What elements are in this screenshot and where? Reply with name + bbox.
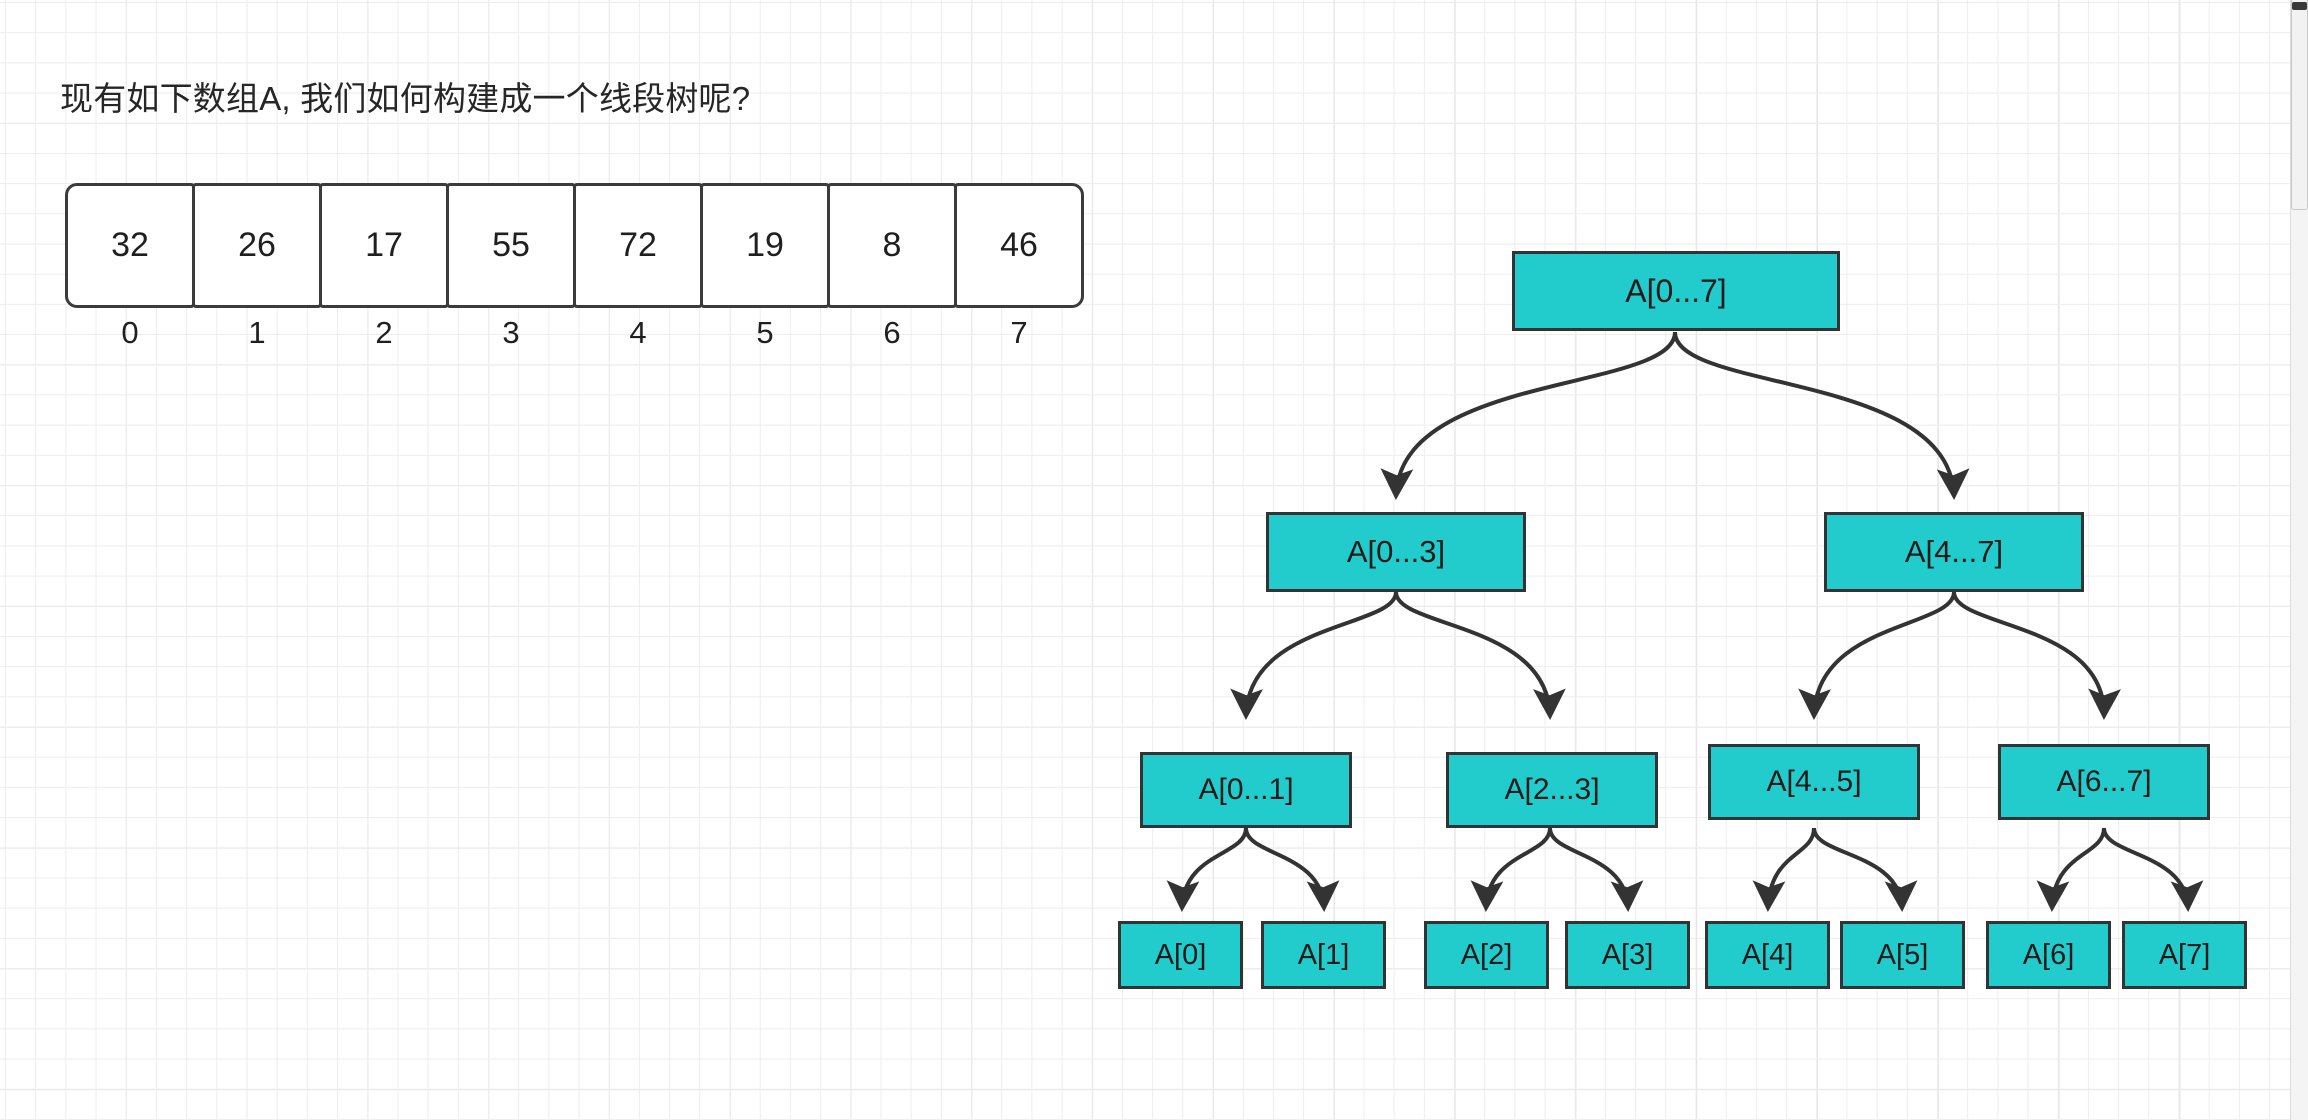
array-index-label: 3 <box>502 315 520 350</box>
tree-leaf-a5[interactable]: A[5] <box>1840 921 1965 989</box>
array-cell: 32 <box>65 183 195 308</box>
scrollbar-panel <box>2291 0 2308 210</box>
vertical-scrollbar-track[interactable] <box>2290 0 2308 1120</box>
array-cell: 19 <box>700 183 830 308</box>
tree-leaf-a6[interactable]: A[6] <box>1986 921 2111 989</box>
tree-node-a4-7[interactable]: A[4...7] <box>1824 512 2084 592</box>
array-cell: 55 <box>446 183 576 308</box>
page-title: 现有如下数组A, 我们如何构建成一个线段树呢? <box>60 80 751 117</box>
array-index-labels: 0 1 2 3 4 5 6 7 <box>65 315 1084 351</box>
tree-node-a6-7[interactable]: A[6...7] <box>1998 744 2210 820</box>
tree-node-a2-3[interactable]: A[2...3] <box>1446 752 1658 828</box>
tree-leaf-a0[interactable]: A[0] <box>1118 921 1243 989</box>
array-cell: 72 <box>573 183 703 308</box>
tree-leaf-a4[interactable]: A[4] <box>1705 921 1830 989</box>
tree-leaf-a2[interactable]: A[2] <box>1424 921 1549 989</box>
tree-node-a4-5[interactable]: A[4...5] <box>1708 744 1920 820</box>
tree-node-a0-1[interactable]: A[0...1] <box>1140 752 1352 828</box>
array-index-label: 7 <box>1010 315 1028 350</box>
array-container: 32 26 17 55 72 19 8 46 <box>65 183 1084 308</box>
array-index-label: 0 <box>121 315 139 350</box>
tree-leaf-a7[interactable]: A[7] <box>2122 921 2247 989</box>
array-cell: 8 <box>827 183 957 308</box>
tree-node-root[interactable]: A[0...7] <box>1512 251 1840 331</box>
array-cell: 46 <box>954 183 1084 308</box>
array-index-label: 5 <box>756 315 774 350</box>
array-index-label: 4 <box>629 315 647 350</box>
vertical-scrollbar-thumb[interactable] <box>2292 2 2307 10</box>
array-index-label: 1 <box>248 315 266 350</box>
tree-leaf-a3[interactable]: A[3] <box>1565 921 1690 989</box>
array-cell: 17 <box>319 183 449 308</box>
tree-leaf-a1[interactable]: A[1] <box>1261 921 1386 989</box>
array-index-label: 6 <box>883 315 901 350</box>
array-cell: 26 <box>192 183 322 308</box>
tree-node-a0-3[interactable]: A[0...3] <box>1266 512 1526 592</box>
array-index-label: 2 <box>375 315 393 350</box>
